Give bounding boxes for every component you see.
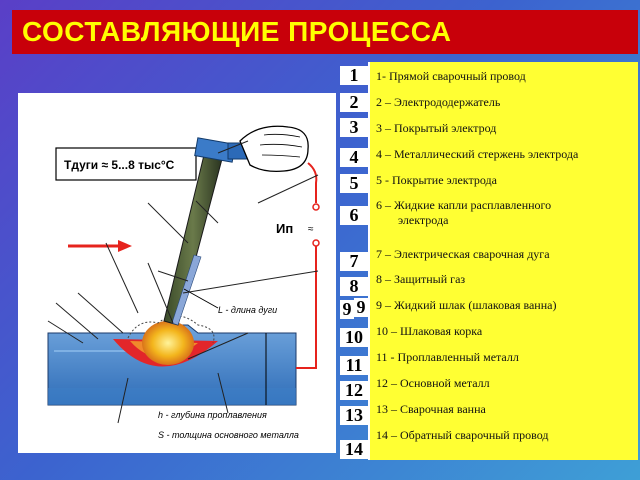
ac-symbol: ≈	[308, 224, 314, 235]
number-5: 5	[340, 174, 368, 193]
arc-length-label: L - длина дуги	[218, 305, 277, 315]
number-column: 1 2 3 4 5 6 7 8 9 9 10 11 12 13 14	[340, 62, 368, 462]
base-metal-bottom	[48, 388, 296, 405]
temperature-box	[55, 147, 197, 181]
number-6: 6	[340, 206, 368, 225]
thickness-label: S - толщина основного металла	[158, 430, 299, 440]
temperature-label: Тдуги ≈ 5...8 тыс°С	[64, 158, 175, 172]
legend-item-14: 14 – Обратный сварочный провод	[376, 428, 549, 442]
legend-item-5: 5 - Покрытие электрода	[376, 173, 497, 187]
source-label: Ип	[276, 221, 293, 236]
number-1: 1	[340, 66, 368, 85]
number-14: 14	[340, 440, 368, 459]
number-8: 8	[340, 277, 368, 296]
welding-diagram-panel: Тдуги ≈ 5...8 тыс°С Ип ≈	[18, 93, 336, 453]
number-4: 4	[340, 148, 368, 167]
direct-cable	[307, 162, 318, 203]
legend-item-7: 7 – Электрическая сварочная дуга	[376, 247, 550, 261]
legend-item-12: 12 – Основной металл	[376, 376, 490, 390]
number-12: 12	[340, 381, 368, 400]
number-7: 7	[340, 252, 368, 271]
number-2: 2	[340, 93, 368, 112]
legend-item-3: 3 – Покрытый электрод	[376, 121, 497, 135]
number-13: 13	[340, 406, 368, 425]
number-9a: 9	[340, 300, 354, 319]
number-10: 10	[340, 328, 368, 347]
return-cable	[296, 246, 317, 369]
legend-item-10: 10 – Шлаковая корка	[376, 324, 483, 338]
leader-lines	[47, 140, 319, 424]
welding-arc	[142, 321, 194, 365]
legend-panel: 1- Прямой сварочный провод 2 – Электродо…	[368, 62, 638, 460]
arc-length-pointer	[183, 288, 219, 309]
legend-item-11: 11 - Проплавленный металл	[376, 350, 519, 364]
legend-item-8: 8 – Защитный газ	[376, 272, 466, 286]
hand-icon	[239, 125, 309, 173]
terminal-bottom	[312, 239, 320, 247]
number-3: 3	[340, 118, 368, 137]
title-bar: СОСТАВЛЯЮЩИЕ ПРОЦЕССА	[12, 10, 638, 54]
legend-item-9: 9 – Жидкий шлак (шлаковая ванна)	[376, 298, 557, 312]
legend-item-2: 2 – Электрододержатель	[376, 95, 501, 109]
legend-item-13: 13 – Сварочная ванна	[376, 402, 486, 416]
depth-label: h - глубина проплавления	[158, 410, 267, 420]
number-9b: 9	[354, 298, 368, 317]
terminal-top	[312, 203, 320, 211]
page-title: СОСТАВЛЯЮЩИЕ ПРОЦЕССА	[22, 16, 452, 47]
hand-fingers	[259, 133, 303, 158]
legend-item-4: 4 – Металлический стержень электрода	[376, 147, 579, 161]
direction-arrow-head	[118, 240, 132, 252]
legend-item-1: 1- Прямой сварочный провод	[376, 69, 526, 83]
number-11: 11	[340, 356, 368, 375]
welding-diagram: Тдуги ≈ 5...8 тыс°С Ип ≈	[47, 125, 320, 440]
